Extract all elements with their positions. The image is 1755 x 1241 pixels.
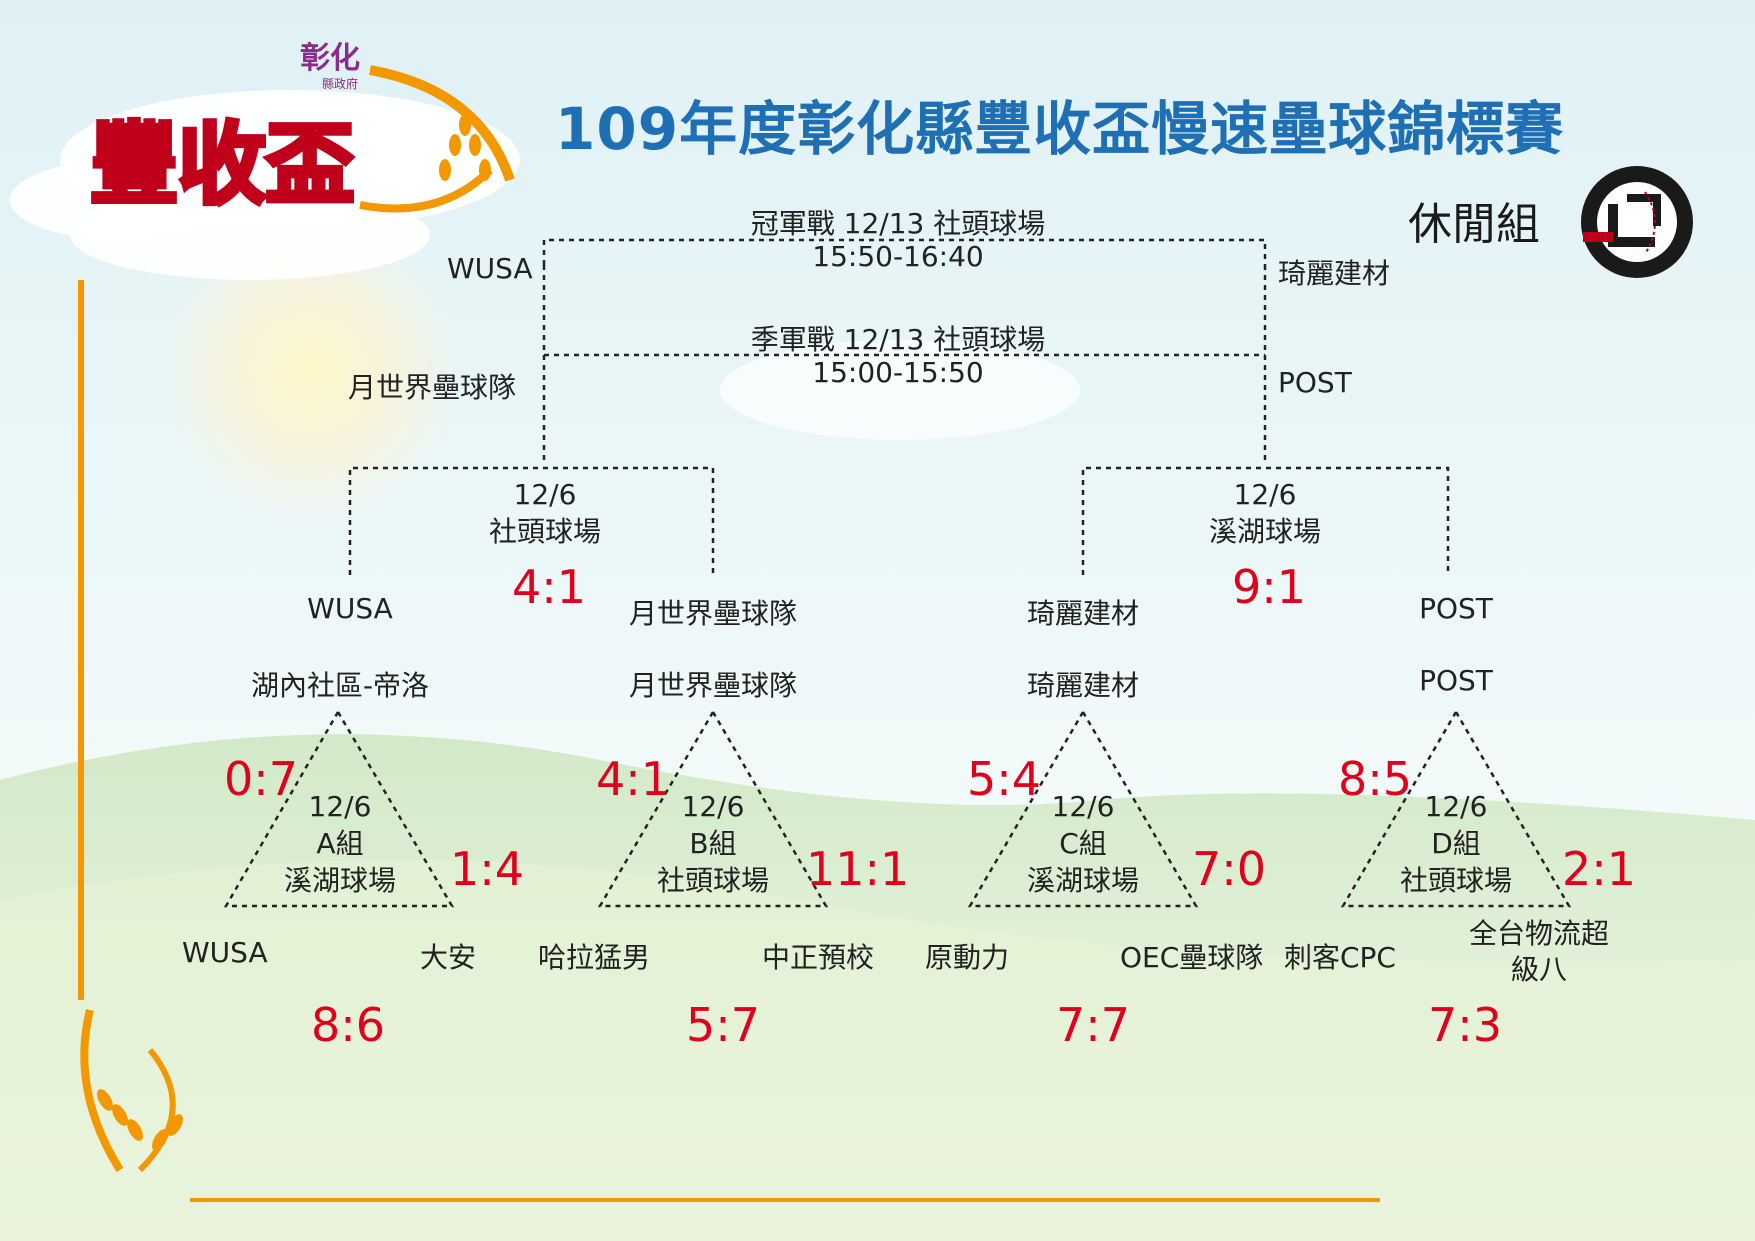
- group-a-score-bottom: 8:6: [311, 998, 386, 1052]
- baseball-badge-icon: [1575, 162, 1695, 282]
- svg-text:縣政府: 縣政府: [322, 76, 358, 91]
- champion-time: 15:50-16:40: [812, 240, 984, 273]
- tournament-logo: 豐收盃 彰化 縣政府: [60, 30, 540, 250]
- semi-left-team-a: WUSA: [307, 592, 393, 625]
- group-d-team-left: 刺客CPC: [1284, 941, 1396, 974]
- group-d-score-left: 8:5: [1338, 752, 1413, 806]
- group-c-team-right: OEC壘球隊: [1120, 941, 1264, 974]
- group-b-score-left: 4:1: [596, 752, 671, 806]
- group-b-team-right: 中正預校: [762, 941, 875, 974]
- semi-right-team-b: POST: [1419, 592, 1493, 625]
- third-place-label: 季軍戰 12/13 社頭球場: [750, 323, 1046, 356]
- semi-right-score: 9:1: [1232, 560, 1307, 614]
- group-c-info: 12/6 C組 溪湖球場: [1027, 788, 1139, 899]
- division-label: 休閒組: [1408, 199, 1540, 250]
- group-b-score-bottom: 5:7: [686, 998, 761, 1052]
- group-c-score-right: 7:0: [1192, 842, 1267, 896]
- group-d-info: 12/6 D組 社頭球場: [1400, 788, 1512, 899]
- semi-left-info: 12/6 社頭球場: [489, 476, 601, 550]
- semi-right-info: 12/6 溪湖球場: [1209, 476, 1321, 550]
- group-c-score-bottom: 7:7: [1056, 998, 1131, 1052]
- semi-right-team-a: 琦麗建材: [1026, 597, 1140, 630]
- semi-left-score: 4:1: [512, 560, 587, 614]
- champion-right-team: 琦麗建材: [1278, 257, 1391, 290]
- group-c-team-left: 原動力: [925, 941, 1010, 974]
- group-c-date: 12/6: [1051, 790, 1115, 823]
- group-b-date: 12/6: [681, 790, 745, 823]
- group-c-venue: 溪湖球場: [1026, 864, 1140, 897]
- group-a-team-left: WUSA: [182, 936, 268, 969]
- group-d-team-right: 全台物流超級八: [1468, 917, 1609, 986]
- group-d-score-right: 2:1: [1562, 842, 1637, 896]
- group-b-team-left: 哈拉猛男: [538, 941, 651, 974]
- semi-right-venue: 溪湖球場: [1208, 515, 1322, 548]
- semi-left-date: 12/6: [513, 478, 577, 511]
- group-a-score-left: 0:7: [224, 752, 299, 806]
- group-a-name: A組: [316, 827, 364, 860]
- third-place-right-team: POST: [1278, 366, 1352, 399]
- group-d-name: D組: [1431, 827, 1481, 860]
- semi-right-date: 12/6: [1233, 478, 1297, 511]
- third-place-time: 15:00-15:50: [812, 356, 984, 389]
- group-b-info: 12/6 B組 社頭球場: [657, 788, 769, 899]
- group-a-team-right: 大安: [420, 941, 477, 974]
- svg-text:彰化: 彰化: [300, 41, 360, 76]
- champion-left-team: WUSA: [447, 252, 533, 285]
- third-place-left-team: 月世界壘球隊: [348, 371, 517, 404]
- group-d-winner: POST: [1419, 664, 1493, 697]
- group-d-score-bottom: 7:3: [1428, 998, 1503, 1052]
- group-a-info: 12/6 A組 溪湖球場: [284, 788, 396, 899]
- group-d-venue: 社頭球場: [1399, 864, 1513, 897]
- wheat-decoration-icon: [80, 1009, 183, 1173]
- page-title: 109年度彰化縣豐收盃慢速壘球錦標賽: [555, 95, 1565, 163]
- group-b-winner: 月世界壘球隊: [628, 669, 798, 702]
- group-a-winner: 湖內社區-帝洛: [250, 669, 430, 702]
- champion-label: 冠軍戰 12/13 社頭球場: [750, 207, 1046, 240]
- semi-left-venue: 社頭球場: [488, 515, 602, 548]
- group-a-date: 12/6: [308, 790, 372, 823]
- group-a-venue: 溪湖球場: [283, 864, 397, 897]
- group-b-venue: 社頭球場: [656, 864, 770, 897]
- group-c-winner: 琦麗建材: [1026, 669, 1140, 702]
- svg-text:豐收盃: 豐收盃: [90, 113, 354, 216]
- group-c-score-left: 5:4: [967, 752, 1042, 806]
- group-d-date: 12/6: [1424, 790, 1488, 823]
- group-a-score-right: 1:4: [450, 842, 525, 896]
- group-b-name: B組: [689, 827, 737, 860]
- group-b-score-right: 11:1: [806, 842, 910, 896]
- semi-left-team-b: 月世界壘球隊: [628, 597, 798, 630]
- group-c-name: C組: [1059, 827, 1107, 860]
